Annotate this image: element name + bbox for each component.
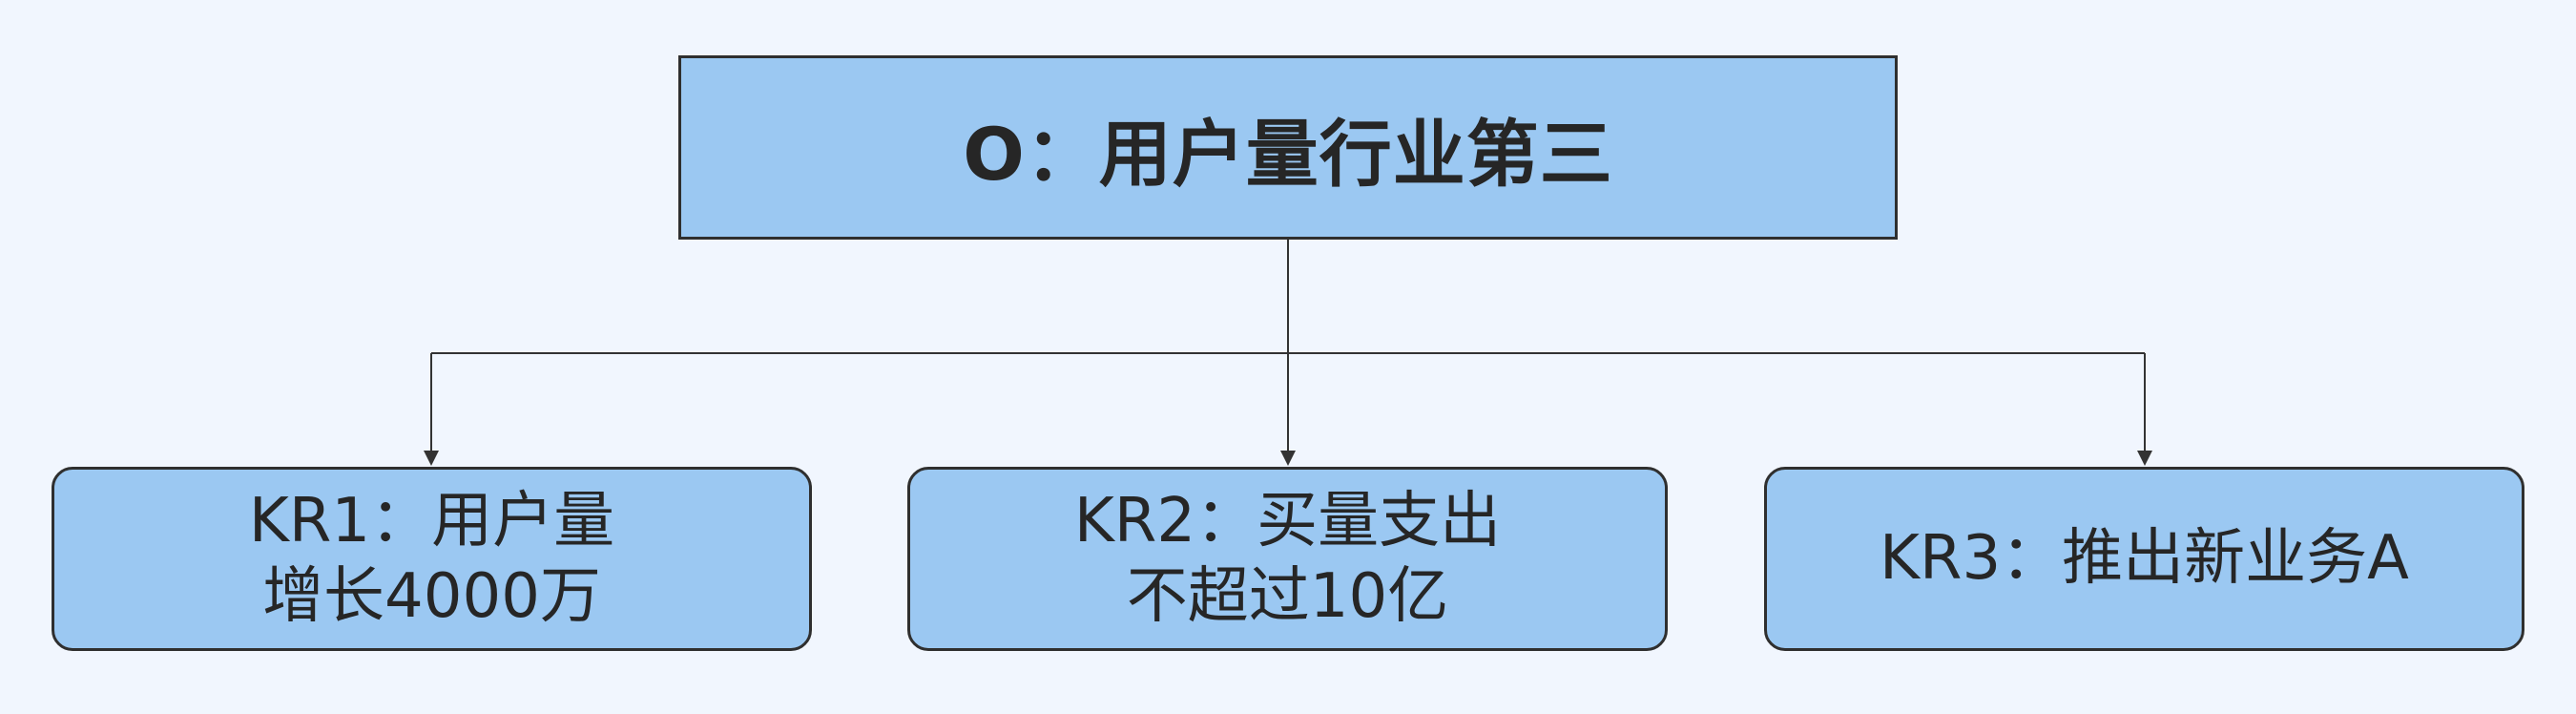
- kr1-line2: 增长4000万: [262, 560, 601, 632]
- kr2-arrowhead-icon: [1280, 451, 1296, 466]
- kr2-node: KR2：买量支出 不超过10亿: [907, 467, 1668, 651]
- kr1-line1: KR1：用户量: [248, 486, 615, 557]
- kr3-arrowhead-icon: [2137, 451, 2152, 466]
- kr2-line2: 不超过10亿: [1126, 560, 1449, 632]
- objective-node: O：用户量行业第三: [678, 55, 1898, 240]
- kr1-node: KR1：用户量 增长4000万: [52, 467, 812, 651]
- objective-label: O：用户量行业第三: [963, 111, 1613, 197]
- kr1-arrowhead-icon: [424, 451, 439, 466]
- kr3-node: KR3：推出新业务A: [1764, 467, 2524, 651]
- kr2-line1: KR2：买量支出: [1073, 486, 1502, 557]
- kr3-line1: KR3：推出新业务A: [1880, 523, 2409, 595]
- kr2-text: KR2：买量支出 不超过10亿: [1074, 484, 1501, 633]
- kr1-text: KR1：用户量 增长4000万: [249, 484, 614, 633]
- kr3-text: KR3：推出新业务A: [1880, 521, 2409, 596]
